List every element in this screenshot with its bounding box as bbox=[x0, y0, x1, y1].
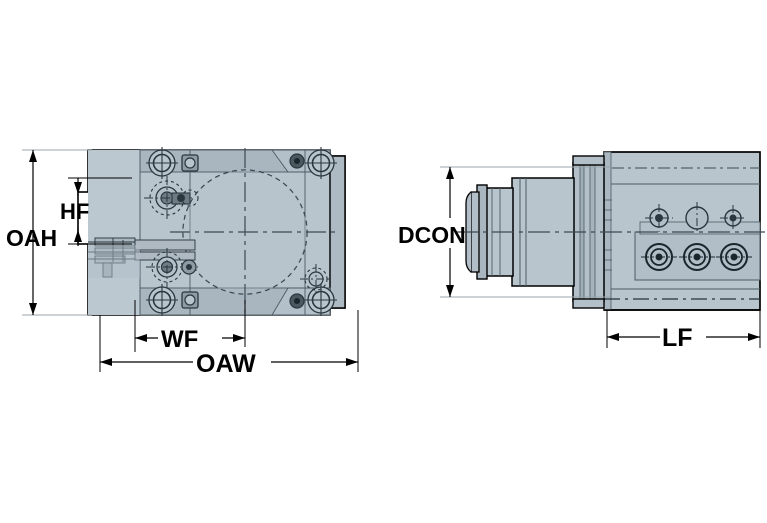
side-socket-screw-3 bbox=[716, 243, 752, 271]
dimension-label-hf: HF bbox=[60, 199, 89, 224]
socket-screw-bottom-left bbox=[146, 284, 178, 316]
dimension-OAW: OAW bbox=[99, 310, 359, 378]
side-body-block bbox=[603, 151, 761, 311]
socket-screw-top-right bbox=[305, 147, 337, 179]
socket-screw-top-left bbox=[146, 147, 178, 179]
side-socket-screw-2 bbox=[679, 243, 715, 271]
screw-head-top-left-small bbox=[181, 154, 199, 172]
dimension-DCON: DCON bbox=[396, 166, 610, 298]
side-hole-upper-1 bbox=[645, 204, 673, 232]
dimension-LF: LF bbox=[606, 310, 761, 352]
dimension-label-wf: WF bbox=[161, 326, 198, 353]
dimension-OAH: OAH bbox=[6, 149, 92, 316]
socket-screw-bottom-right bbox=[305, 284, 337, 316]
side-socket-screw-1 bbox=[641, 243, 677, 271]
dimension-label-dcon: DCON bbox=[398, 222, 466, 248]
side-view: DCON LF bbox=[396, 151, 765, 352]
hidden-fastener-cluster-lower bbox=[146, 248, 198, 288]
screw-head-bottom-left-small bbox=[181, 291, 199, 309]
hidden-fastener-cluster-upper bbox=[144, 176, 199, 222]
side-hole-upper-2 bbox=[685, 202, 709, 234]
dimension-WF: WF bbox=[134, 300, 246, 353]
dimension-HF: HF bbox=[60, 177, 132, 246]
screw-head-bottom-right-small bbox=[289, 293, 305, 309]
side-edge-ticks bbox=[604, 199, 612, 271]
hidden-hole-right-mid bbox=[300, 264, 332, 294]
dimension-label-lf: LF bbox=[662, 324, 693, 352]
side-hole-upper-3 bbox=[720, 205, 746, 231]
screw-head-top-right-small bbox=[289, 153, 305, 169]
front-fastener-group bbox=[144, 147, 337, 316]
dimension-label-oaw: OAW bbox=[196, 350, 256, 378]
front-view: OAH HF WF bbox=[6, 147, 359, 378]
dimension-label-oah: OAH bbox=[6, 225, 57, 251]
side-fastener-group bbox=[641, 202, 752, 271]
